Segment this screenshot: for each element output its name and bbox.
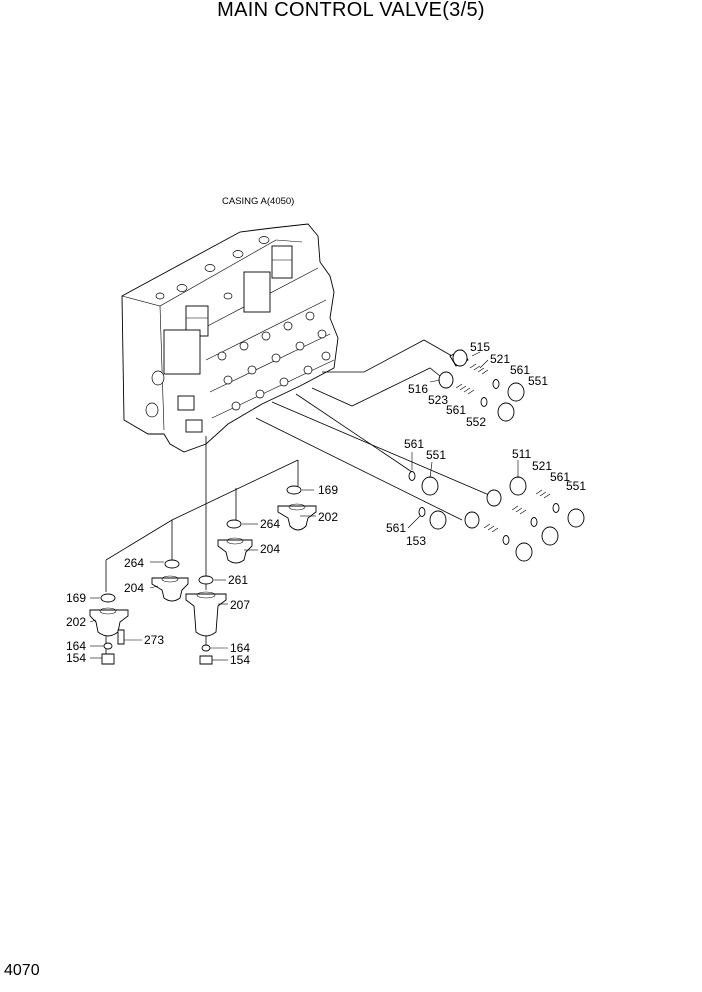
part-label: 207 (230, 598, 250, 612)
casing-label: CASING A(4050) (222, 196, 294, 207)
part-label: 154 (66, 651, 86, 665)
part-label: 204 (124, 581, 144, 595)
part-label: 153 (406, 534, 426, 548)
part-label: 169 (318, 483, 338, 497)
part-label: 154 (230, 653, 250, 667)
part-label: 521 (532, 459, 552, 473)
part-label: 551 (566, 479, 586, 493)
part-label: 204 (260, 542, 280, 556)
part-label: 561 (550, 470, 570, 484)
part-label: 264 (260, 517, 280, 531)
part-label: 561 (446, 403, 466, 417)
part-label: 516 (408, 382, 428, 396)
valve-casing (121, 223, 339, 453)
part-label: 552 (466, 415, 486, 429)
part-label: 202 (66, 615, 86, 629)
part-label: 561 (510, 363, 530, 377)
part-label: 511 (512, 447, 531, 461)
part-label: 202 (318, 510, 338, 524)
part-label: 561 (386, 521, 406, 535)
leader-lines (105, 339, 497, 660)
part-label: 164 (230, 641, 250, 655)
part-label: 561 (404, 437, 424, 451)
part-label: 521 (490, 352, 510, 366)
part-label: 551 (528, 374, 548, 388)
part-label: 169 (66, 591, 86, 605)
part-labels: CASING A(4050) 515 521 561 551 516 523 5… (66, 196, 586, 667)
part-label: 264 (124, 556, 144, 570)
part-label: 273 (144, 633, 164, 647)
right-side-components (408, 349, 585, 562)
part-label: 261 (228, 573, 248, 587)
part-label: 515 (470, 340, 490, 354)
page-number: 4070 (4, 962, 40, 979)
callout-lines (89, 351, 519, 661)
part-label: 164 (66, 639, 86, 653)
lower-components (89, 485, 317, 665)
page-title: MAIN CONTROL VALVE(3/5) (217, 0, 485, 21)
part-label: 551 (426, 448, 446, 462)
part-label: 523 (428, 393, 448, 407)
